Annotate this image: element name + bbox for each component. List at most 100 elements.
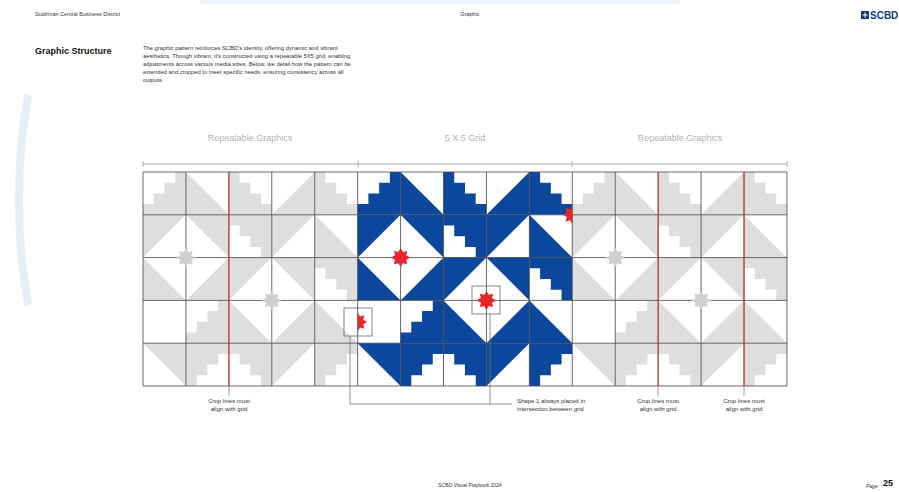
page-label: Page xyxy=(866,483,878,490)
stair-shape xyxy=(658,215,701,258)
grid-line xyxy=(143,386,787,387)
grid-cell xyxy=(529,300,572,343)
grid-cell xyxy=(143,300,186,343)
grid-cell xyxy=(572,343,615,386)
triangle-shape xyxy=(486,215,529,258)
triangle-shape xyxy=(744,215,787,258)
grid-line xyxy=(744,172,745,386)
grid-cell xyxy=(615,343,658,386)
crop-line xyxy=(658,172,659,386)
star-shape xyxy=(262,291,281,310)
grid-line xyxy=(185,172,186,386)
pattern-grid xyxy=(143,172,787,386)
page-number: 25 xyxy=(883,478,893,490)
stair-shape xyxy=(572,172,615,215)
triangle-shape xyxy=(701,172,744,215)
leader-line xyxy=(658,386,659,396)
triangle-shape xyxy=(744,300,787,343)
stair-shape xyxy=(315,343,358,386)
grid-cell xyxy=(401,300,444,343)
grid-cell xyxy=(744,172,787,215)
triangle-shape xyxy=(143,343,186,386)
star-shape xyxy=(176,248,195,267)
stair-shape xyxy=(744,343,787,386)
grid-cell xyxy=(486,215,529,258)
header-text: Graphic xyxy=(440,11,500,18)
grid-line xyxy=(357,172,358,386)
grid-line xyxy=(443,172,444,386)
grid-line xyxy=(400,172,401,386)
grid-line xyxy=(529,172,530,386)
grid-cell xyxy=(444,215,487,258)
grid-line xyxy=(314,172,315,386)
bracket-tick xyxy=(787,161,788,167)
grid-cell xyxy=(529,343,572,386)
stair-shape xyxy=(401,300,444,343)
crop-line xyxy=(228,172,229,386)
grid-line xyxy=(228,172,229,386)
grid-cell xyxy=(701,172,744,215)
stair-shape xyxy=(529,258,572,301)
grid-line xyxy=(486,172,487,386)
grid-line xyxy=(143,300,787,301)
grid-line xyxy=(658,172,659,386)
body-paragraph: The graphic pattern reinforces SCBD's id… xyxy=(143,45,361,84)
highlight-box xyxy=(344,308,372,336)
highlight-box xyxy=(472,286,500,314)
grid-line xyxy=(143,214,787,215)
grid-cell xyxy=(615,300,658,343)
grid-cell xyxy=(358,343,401,386)
grid-cell xyxy=(229,343,272,386)
grid-cell xyxy=(444,343,487,386)
grid-cell xyxy=(229,172,272,215)
leader-line xyxy=(744,386,745,396)
grid-line xyxy=(615,172,616,386)
grid-cell xyxy=(358,172,401,215)
crop-line xyxy=(744,172,745,386)
stair-shape xyxy=(358,172,401,215)
grid-cell xyxy=(401,172,444,215)
triangle-shape xyxy=(486,343,529,386)
logo-text: SCBD xyxy=(870,9,898,22)
stair-shape xyxy=(143,172,186,215)
grid-cell xyxy=(744,215,787,258)
stair-shape xyxy=(186,343,229,386)
stair-shape xyxy=(658,343,701,386)
bracket-tick xyxy=(572,161,573,167)
grid-cell xyxy=(529,258,572,301)
annotation-note: Crop lines must align with grid xyxy=(632,398,684,414)
grid-cell xyxy=(658,172,701,215)
stair-shape xyxy=(315,258,358,301)
grid-cell xyxy=(572,172,615,215)
stair-shape xyxy=(615,300,658,343)
annotation-note: Crop lines must align with grid xyxy=(718,398,770,414)
leader-line xyxy=(229,386,230,396)
grid-cell xyxy=(744,258,787,301)
triangle-shape xyxy=(358,343,401,386)
logo-square xyxy=(861,11,869,19)
grid-cell xyxy=(658,343,701,386)
annotation-note: Shape 1 always placed in intersection be… xyxy=(517,398,603,414)
grid-line xyxy=(143,257,787,258)
triangle-shape xyxy=(315,300,358,343)
grid-line xyxy=(143,172,144,386)
star-shape xyxy=(358,313,367,332)
grid-line xyxy=(786,172,787,386)
grid-cell xyxy=(229,215,272,258)
annotation-note: Crop lines must align with grid xyxy=(203,398,255,414)
grid-cell xyxy=(272,172,315,215)
grid-cell xyxy=(143,172,186,215)
grid-line xyxy=(143,172,787,173)
bracket-line xyxy=(143,164,787,165)
grid-cell xyxy=(186,343,229,386)
triangle-shape xyxy=(186,172,229,215)
star-shape xyxy=(477,291,496,310)
grid-line xyxy=(143,343,787,344)
stair-shape xyxy=(658,172,701,215)
triangle-shape xyxy=(701,343,744,386)
triangle-shape xyxy=(272,172,315,215)
triangle-shape xyxy=(572,343,615,386)
grid-cell xyxy=(143,343,186,386)
grid-cell xyxy=(444,172,487,215)
